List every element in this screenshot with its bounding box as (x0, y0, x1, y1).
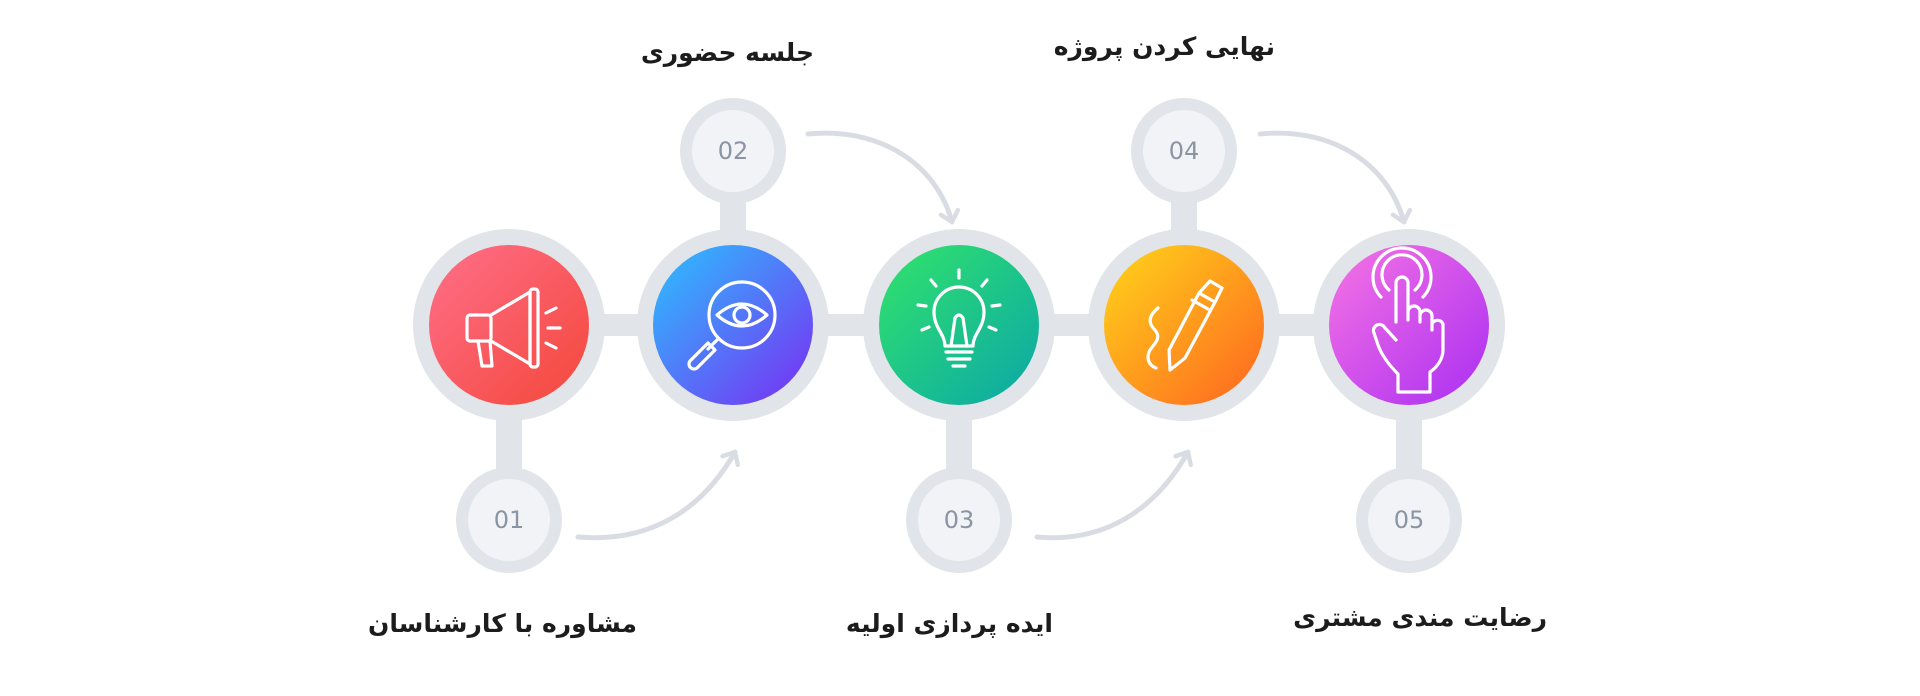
icon-disc-01 (429, 245, 589, 405)
pencil-icon (1146, 279, 1224, 372)
step-label-02: جلسه حضوری (640, 38, 814, 67)
step-number-05: 05 (1394, 506, 1425, 534)
number-disc-02: 02 (680, 98, 786, 204)
step-number-02: 02 (718, 137, 749, 165)
step-number-04: 04 (1169, 137, 1200, 165)
magnifier-eye-icon (687, 280, 777, 371)
icon-disc-04 (1104, 245, 1264, 405)
icon-disc-05 (1329, 245, 1489, 405)
arrow-03-to-04 (1034, 449, 1193, 541)
flow-arrows (575, 130, 1413, 541)
step-number-01: 01 (494, 506, 525, 534)
icon-disc-03 (879, 245, 1039, 405)
number-disc-03: 03 (906, 467, 1012, 573)
arrow-02-to-03 (805, 130, 961, 225)
step-label-04: نهایی کردن پروژه (1053, 32, 1275, 61)
number-disc-01: 01 (456, 467, 562, 573)
number-disc-05: 05 (1356, 467, 1462, 573)
number-disc-04: 04 (1131, 98, 1237, 204)
step-label-03: ایده پردازی اولیه (845, 609, 1053, 638)
megaphone-icon (465, 287, 562, 369)
touch-hand-icon (1371, 246, 1445, 394)
step-label-05: رضایت مندی مشتری (1293, 603, 1547, 632)
arrow-04-to-05 (1257, 130, 1413, 225)
arrow-01-to-02 (575, 449, 740, 541)
lightbulb-icon (916, 268, 1002, 368)
step-label-01: مشاوره با کارشناسان (368, 609, 637, 638)
step-number-03: 03 (944, 506, 975, 534)
